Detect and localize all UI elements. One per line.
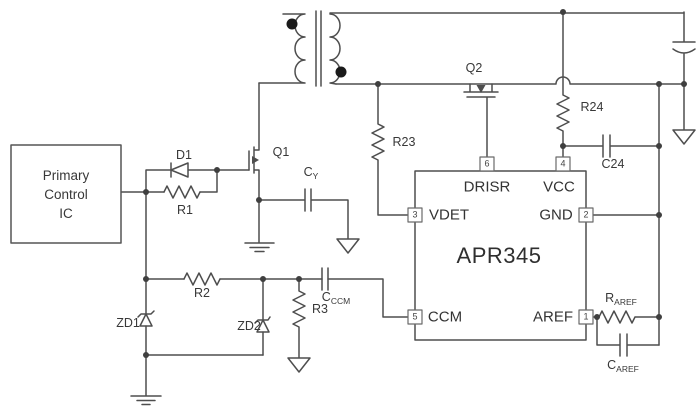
zd2-zener xyxy=(254,278,271,356)
primary-polarity-dot xyxy=(286,18,298,30)
zd1-zener xyxy=(137,310,155,356)
q1-mosfet xyxy=(248,82,260,201)
junction-dots xyxy=(143,9,687,358)
label-q1: Q1 xyxy=(272,144,290,159)
primary-block-line-3: IC xyxy=(59,205,73,221)
ground-triangle-output xyxy=(672,129,696,145)
label-d1: D1 xyxy=(176,147,192,162)
label-c24: C24 xyxy=(601,156,625,171)
label-r3: R3 xyxy=(312,301,328,316)
cy-capacitor xyxy=(258,188,349,240)
ic-body xyxy=(414,170,587,341)
r24-resistor xyxy=(556,11,570,158)
pin-name-drisr: DRISR xyxy=(463,178,511,196)
label-zd2: ZD2 xyxy=(237,318,261,333)
secondary-polarity-dot xyxy=(335,66,347,78)
primary-control-ic-label: Primary Control IC xyxy=(11,145,121,243)
earth-ground-q1 xyxy=(244,199,275,253)
label-cy: CY xyxy=(303,164,319,181)
label-q2: Q2 xyxy=(465,60,483,75)
primary-block-line-2: Control xyxy=(44,186,88,202)
q2-mosfet xyxy=(463,83,499,158)
ic-part-number: APR345 xyxy=(456,243,542,268)
pin-box-3 xyxy=(407,207,423,223)
pin-box-4 xyxy=(555,156,571,172)
label-cccm: CCCM xyxy=(321,289,351,306)
caref-capacitor xyxy=(596,316,660,357)
pin-number-4: 4 xyxy=(560,158,566,169)
pin-box-6 xyxy=(479,156,495,172)
c24-capacitor xyxy=(562,134,660,158)
transformer xyxy=(258,10,347,87)
pin-number-3: 3 xyxy=(412,209,418,220)
label-r1: R1 xyxy=(177,202,193,217)
r1-resistor xyxy=(163,185,201,199)
transformer-primary-winding xyxy=(258,13,306,84)
label-r2: R2 xyxy=(194,285,210,300)
pin-name-vdet: VDET xyxy=(428,206,470,224)
ground-triangle-r3 xyxy=(287,357,311,373)
pin-name-gnd: GND xyxy=(539,206,573,224)
pin-box-5 xyxy=(407,309,423,325)
transformer-core xyxy=(315,10,322,87)
earth-ground-zd1 xyxy=(130,354,162,406)
r2-line-wires xyxy=(145,278,409,318)
pin-box-1 xyxy=(578,309,594,325)
output-capacitor xyxy=(672,11,696,131)
cccm-capacitor xyxy=(321,267,329,291)
r23-resistor xyxy=(371,83,409,216)
label-raref: RAREF xyxy=(605,290,637,307)
pin-name-ccm: CCM xyxy=(427,308,463,326)
pin-number-5: 5 xyxy=(412,311,418,322)
pin-name-vcc: VCC xyxy=(543,178,575,196)
raref-resistor xyxy=(592,310,660,324)
ground-triangle-cy xyxy=(336,238,360,254)
primary-block-line-1: Primary xyxy=(42,167,90,183)
label-zd1: ZD1 xyxy=(116,315,140,330)
r2-resistor xyxy=(183,272,221,286)
d1-diode xyxy=(170,162,189,178)
pin-box-2 xyxy=(578,207,594,223)
label-caref: CAREF xyxy=(607,357,639,374)
pin-number-2: 2 xyxy=(583,209,589,220)
label-r24: R24 xyxy=(580,99,604,114)
pin-name-aref: AREF xyxy=(532,308,574,326)
r3-resistor xyxy=(292,278,306,359)
label-r23: R23 xyxy=(392,134,416,149)
pin-number-1: 1 xyxy=(583,311,589,322)
pin-number-6: 6 xyxy=(484,158,490,169)
secondary-bottom-rail-wire xyxy=(335,76,685,85)
primary-control-ic-box xyxy=(10,144,122,244)
